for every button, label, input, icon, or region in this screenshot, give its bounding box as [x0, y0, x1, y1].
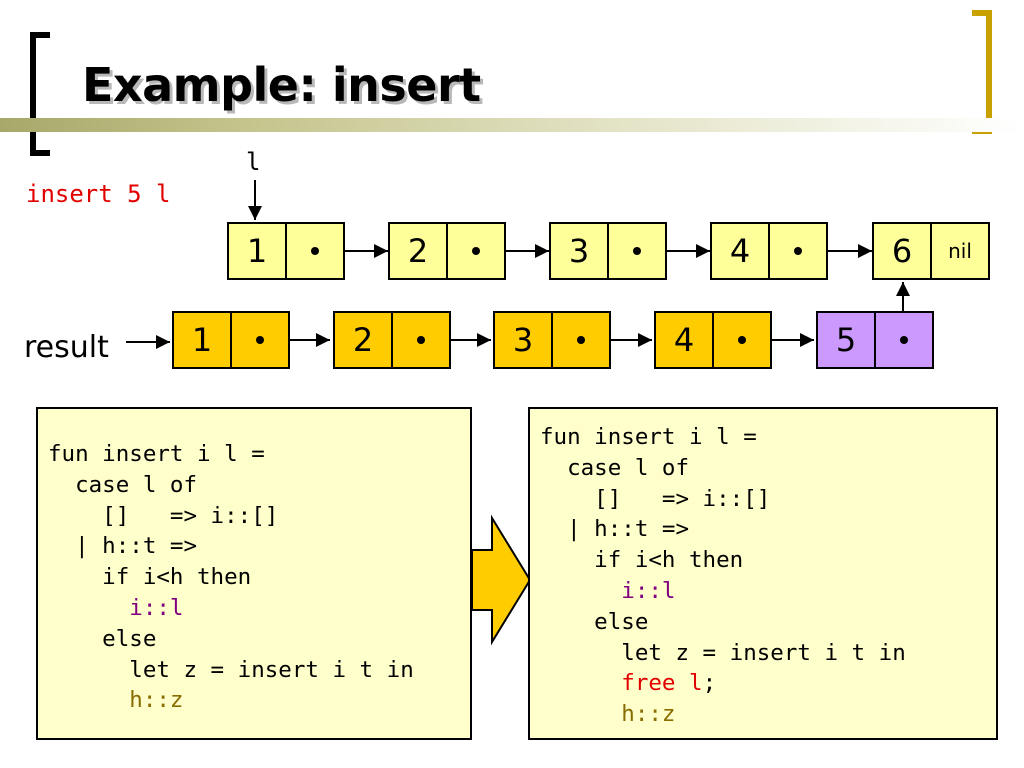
code-line: if i<h then	[540, 547, 744, 574]
code-line-cons: i::l	[48, 594, 184, 621]
result-node: 1	[172, 311, 290, 369]
node-pointer	[609, 224, 665, 278]
node-value: 3	[495, 313, 553, 367]
code-box-original: fun insert i l = case l of [] => i::[] |…	[36, 407, 472, 740]
transform-arrow	[471, 514, 532, 646]
result-node: 4	[654, 311, 772, 369]
code-line: let z = insert i t in	[48, 656, 414, 683]
code-line: fun insert i l =	[540, 424, 757, 450]
node-pointer	[287, 224, 343, 278]
node-value: 4	[712, 224, 770, 278]
node-value: 3	[551, 224, 609, 278]
node-pointer	[553, 313, 609, 367]
pointer-dot	[577, 336, 585, 344]
nil-pointer: nil	[948, 239, 972, 263]
code-line: let z = insert i t in	[540, 639, 906, 666]
pointer-dot	[738, 336, 746, 344]
pointer-dot	[900, 336, 908, 344]
pointer-dot	[472, 247, 480, 255]
list-node: 3	[549, 222, 667, 280]
node-value: 1	[229, 224, 287, 278]
result-node: 3	[493, 311, 611, 369]
code-line: else	[48, 625, 157, 652]
code-line: else	[540, 608, 649, 635]
node-pointer	[393, 313, 449, 367]
code-line: if i<h then	[48, 564, 252, 591]
insert-call-caption: insert 5 l	[26, 180, 171, 208]
list-node: 2	[388, 222, 506, 280]
code-semicolon: ;	[702, 670, 717, 697]
pointer-dot	[633, 247, 641, 255]
node-value: 4	[656, 313, 714, 367]
node-value: 5	[818, 313, 876, 367]
node-value: 2	[335, 313, 393, 367]
code-line: case l of	[540, 454, 690, 481]
list-node: 4	[710, 222, 828, 280]
result-label: result	[24, 330, 109, 365]
code-line: | h::t =>	[540, 516, 690, 543]
node-value: 2	[390, 224, 448, 278]
code-line: | h::t =>	[48, 533, 198, 560]
left-bracket-decoration	[30, 32, 50, 156]
node-pointer	[232, 313, 288, 367]
slide-title: Example: insert	[82, 58, 481, 112]
code-line-result: h::z	[540, 701, 676, 728]
code-line-free: free l	[540, 670, 703, 697]
node-pointer	[448, 224, 504, 278]
list-node: 1	[227, 222, 345, 280]
code-with-free: fun insert i l = case l of [] => i::[] |…	[530, 409, 996, 730]
node-pointer	[714, 313, 770, 367]
node-value: 6	[874, 224, 932, 278]
inserted-node: 5	[816, 311, 934, 369]
code-line: [] => i::[]	[48, 502, 279, 529]
pointer-dot	[311, 247, 319, 255]
code-line: [] => i::[]	[540, 485, 771, 512]
title-underline	[0, 118, 1024, 132]
pointer-dot	[794, 247, 802, 255]
code-original: fun insert i l = case l of [] => i::[] |…	[38, 409, 470, 716]
node-value: 1	[174, 313, 232, 367]
result-node: 2	[333, 311, 451, 369]
pointer-dot	[417, 336, 425, 344]
code-line-cons: i::l	[540, 577, 676, 604]
pointer-dot	[256, 336, 264, 344]
code-box-with-free: fun insert i l = case l of [] => i::[] |…	[528, 407, 998, 740]
code-line: case l of	[48, 471, 198, 498]
node-pointer	[876, 313, 932, 367]
list-pointer-label: l	[246, 148, 261, 176]
node-pointer	[770, 224, 826, 278]
code-line-result: h::z	[48, 687, 184, 714]
list-node-tail: 6 nil	[872, 222, 990, 280]
code-line: fun insert i l =	[48, 441, 265, 467]
